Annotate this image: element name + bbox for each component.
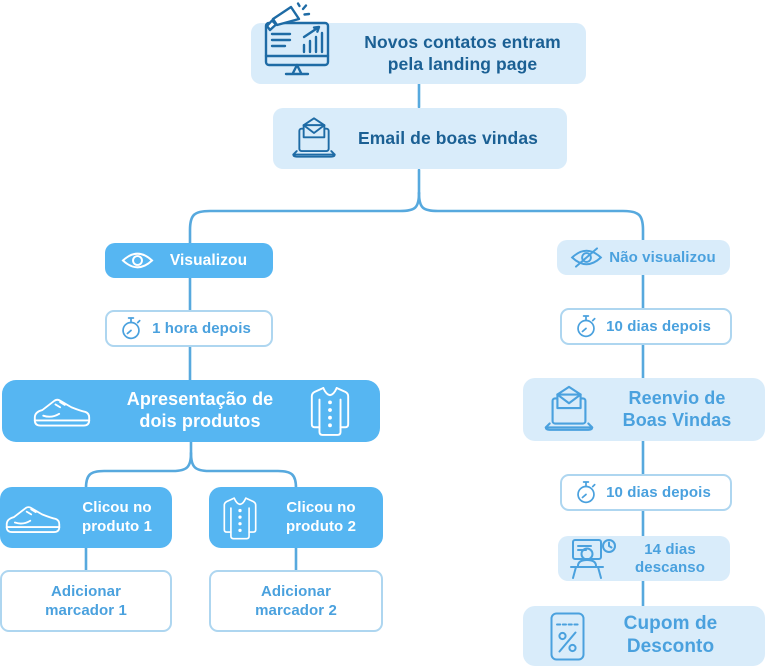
node-welcome-email: Email de boas vindas <box>273 108 567 169</box>
sneaker-icon <box>32 391 92 431</box>
node-landing-page: Novos contatos entram pela landing page <box>251 2 586 84</box>
node-label: 10 dias depois <box>606 318 711 335</box>
node-rest-14-days: 14 dias descanso <box>558 536 730 581</box>
node-label: Apresentação de dois produtos <box>126 389 274 431</box>
node-clicked-product-2: Clicou no produto 2 <box>209 487 383 548</box>
person-desk-clock-icon <box>566 538 618 580</box>
sneaker-icon <box>4 499 62 537</box>
stopwatch-icon <box>575 314 597 339</box>
node-label: 1 hora depois <box>152 320 251 337</box>
node-one-hour-later: 1 hora depois <box>105 310 273 347</box>
coupon-percent-icon <box>549 611 586 662</box>
node-label: Visualizou <box>169 251 248 269</box>
node-ten-days-later-1: 10 dias depois <box>560 308 732 345</box>
node-label: 14 dias descanso <box>635 540 705 576</box>
stopwatch-icon <box>120 316 142 341</box>
node-add-marker-2: Adicionar marcador 2 <box>209 570 383 632</box>
shirt-icon <box>308 385 352 437</box>
shirt-icon <box>221 495 259 541</box>
node-resend-welcome: Reenvio de Boas Vindas <box>523 378 765 441</box>
node-ten-days-later-2: 10 dias depois <box>560 474 732 511</box>
eye-icon <box>121 250 154 271</box>
node-label: Clicou no produto 2 <box>285 498 357 535</box>
eye-off-icon <box>570 246 603 269</box>
laptop-email-icon <box>541 385 597 435</box>
stopwatch-icon <box>575 480 597 505</box>
node-label: Email de boas vindas <box>358 128 538 148</box>
node-viewed: Visualizou <box>105 243 273 278</box>
node-not-viewed: Não visualizou <box>557 240 730 275</box>
node-label: Clicou no produto 1 <box>81 498 153 535</box>
node-label: Novos contatos entram pela landing page <box>364 31 561 74</box>
node-label: Adicionar marcador 2 <box>255 582 337 620</box>
node-add-marker-1: Adicionar marcador 1 <box>0 570 172 632</box>
laptop-email-icon <box>289 116 339 162</box>
node-label: Adicionar marcador 1 <box>45 582 127 620</box>
node-label: Cupom de Desconto <box>623 613 718 657</box>
monitor-megaphone-icon <box>259 2 335 87</box>
node-label: Reenvio de Boas Vindas <box>622 387 732 430</box>
node-clicked-product-1: Clicou no produto 1 <box>0 487 172 548</box>
node-label: 10 dias depois <box>606 484 711 501</box>
node-two-products: Apresentação de dois produtos <box>2 380 380 442</box>
node-label: Não visualizou <box>609 249 716 266</box>
node-discount-coupon: Cupom de Desconto <box>523 606 765 666</box>
